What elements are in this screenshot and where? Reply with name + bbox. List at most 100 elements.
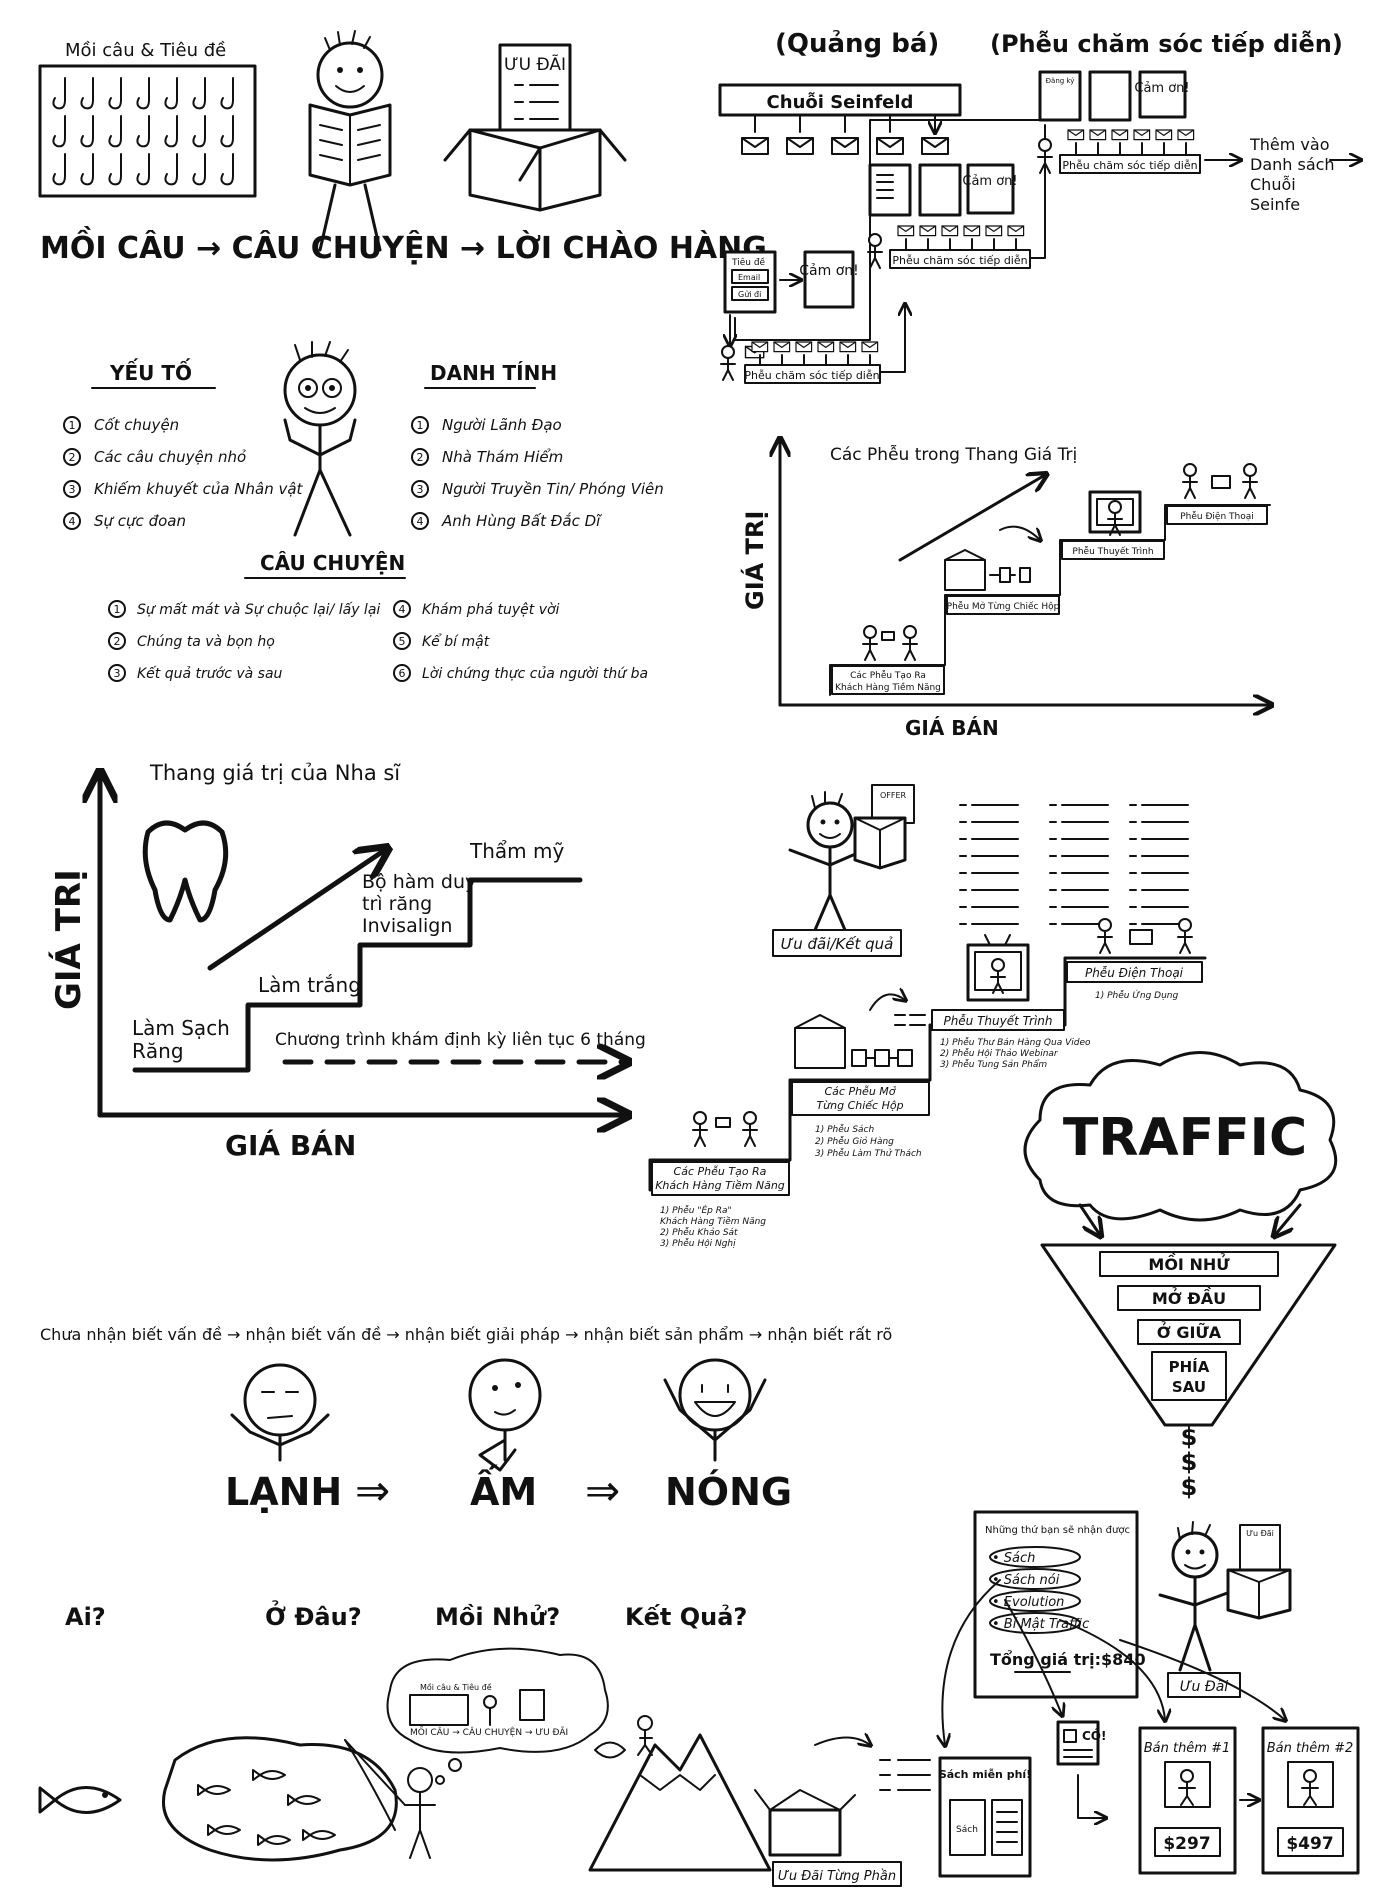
add-list-line-1: Thêm vào (1249, 135, 1330, 154)
question-who: Ai? (65, 1603, 106, 1631)
detail-step-1 (651, 1161, 790, 1196)
identity-number: 4 (417, 515, 424, 528)
email-icon (897, 225, 915, 237)
question-result: Kết Quả? (625, 1603, 747, 1631)
identity-number-badge (411, 512, 429, 530)
hooks-grid-frame (38, 64, 257, 198)
email-icon (795, 341, 813, 353)
thanks-label-2: Cảm ơn! (962, 174, 1017, 189)
signup-page (1038, 70, 1082, 122)
identity-item: Anh Hùng Bất Đắc Dĩ (441, 512, 602, 530)
dentist-title: Thang giá trị của Nha sĩ (149, 761, 401, 785)
dentist-ladder: GIÁ TRỊ GIÁ BÁN Thang giá trị của Nha sĩ… (48, 761, 646, 1162)
nurture-label-1: Phễu chăm sóc tiếp diễn (744, 369, 879, 382)
email-icon (963, 225, 981, 237)
detail-step-icons (692, 918, 1193, 1147)
small-step-2-label: Phễu Mở Từng Chiếc Hộp (947, 601, 1060, 612)
email-icon (839, 341, 857, 353)
dentist-step-2: Làm trắng (258, 973, 361, 997)
dentist-ylabel: GIÁ TRỊ (48, 869, 89, 1010)
email-icon (751, 341, 769, 353)
thanks-label-1: Cảm ơn! (799, 263, 859, 279)
offer-holder-label: Ưu Đãi (1180, 1679, 1228, 1695)
free-book-label: Sách miễn phí! (939, 1768, 1031, 1781)
funnels-detail: OFFER Ưu đãi/Kết quả Các Phễu Tạo Ra Khá… (648, 784, 1207, 1249)
funnel-sub-item: 3) Phễu Hội Nghị (660, 1238, 736, 1249)
pond-fish-icon (302, 1829, 336, 1841)
money-3: $ (1181, 1473, 1198, 1501)
upsell-1-label: Bán thêm #1 (1144, 1741, 1231, 1756)
upsell-1-price: $297 (1163, 1834, 1210, 1854)
dentist-step-4: Thẩm mỹ (469, 839, 564, 863)
identity-item: Người Truyền Tin/ Phóng Viên (442, 480, 664, 498)
nurture-row-1: Phễu chăm sóc tiếp diễn (720, 305, 905, 384)
funnel-sub-item: 2) Phễu Khảo Sát (660, 1227, 738, 1238)
email-icon (941, 225, 959, 237)
story-number: 5 (399, 635, 406, 648)
email-icon (1089, 129, 1107, 141)
traffic-funnel: TRAFFIC MỒI NHỬ MỞ ĐẦU Ở GIỮA PHÍA SAU $… (1023, 1051, 1338, 1501)
funnel-sub-item: 3) Phễu Tung Sản Phẩm (940, 1059, 1047, 1070)
funnel-sub-item: 1) Phễu "Ép Ra" (660, 1204, 732, 1216)
fish-hook-icon (52, 115, 66, 148)
add-list-line-2: Danh sách (1250, 155, 1335, 174)
hot-face (663, 1358, 767, 1462)
seinfeld-chain-box (718, 83, 962, 117)
pond-fish-icon (287, 1794, 321, 1806)
partial-offer-label: Ưu Đãi Từng Phần (778, 1869, 896, 1884)
offer-result-label: Ưu đãi/Kết quả (781, 935, 894, 953)
fish-hook-icon (136, 115, 150, 148)
offer-box-icon: ƯU ĐÃI (443, 43, 627, 212)
fish-hook-icon (52, 77, 66, 110)
story-item: Sự mất mát và Sự chuộc lại/ lấy lại (137, 602, 380, 618)
bubble-bottom: MỒI CÂU → CÂU CHUYỆN → ƯU ĐÃI (410, 1725, 568, 1738)
detail-step-2-a: Các Phễu Mở (824, 1085, 896, 1098)
nurture-label-3: Phễu chăm sóc tiếp diễn (1062, 159, 1197, 172)
fish-hook-icon (220, 115, 234, 148)
thinker-figure (283, 341, 357, 537)
offer-result-figure: OFFER Ưu đãi/Kết quả (772, 784, 915, 957)
offer-paper-label: ƯU ĐÃI (504, 53, 566, 75)
hook-story-offer-section: Mồi câu & Tiêu đề ƯU ĐÃI MỒI CÂU → CÂU C… (38, 30, 767, 266)
story-number: 2 (114, 635, 121, 648)
elements-item: Các câu chuyện nhỏ (94, 448, 246, 466)
bubble-top: Mồi câu & Tiêu đề (420, 1682, 492, 1692)
stack-item-oval (989, 1568, 1081, 1590)
dentist-xlabel: GIÁ BÁN (225, 1128, 356, 1162)
elements-title: YẾU TỐ (109, 359, 192, 385)
optin-send-label: Gửi đi (738, 289, 761, 299)
identity-number-badge (411, 448, 429, 466)
free-book-page: Sách miễn phí! Sách (938, 1756, 1032, 1878)
cold-face (230, 1363, 330, 1462)
offer-stack-item: • Evolution (992, 1595, 1064, 1610)
seinfeld-chain-label: Chuỗi Seinfeld (767, 91, 914, 113)
add-list-line-3: Chuỗi (1250, 175, 1296, 194)
funnel-layer-4 (1151, 1351, 1227, 1401)
followup-title: (Phễu chăm sóc tiếp diễn) (990, 29, 1343, 58)
cold-label: LẠNH (225, 1470, 342, 1514)
fish-hook-icon (164, 115, 178, 148)
pond-fish-icon (257, 1834, 291, 1846)
funnel-list-lines (959, 804, 1189, 925)
fish-hook-icon (192, 77, 206, 110)
elements-number-badge (63, 480, 81, 498)
offer-stack-page (973, 1510, 1139, 1699)
email-icon (1007, 225, 1025, 237)
offer-stack-connectors (942, 1579, 1285, 1745)
funnel-layer-4-label-a: PHÍA (1169, 1357, 1210, 1376)
small-step-2 (946, 595, 1060, 615)
fish-hook-icon (164, 77, 178, 110)
funnel-layer-3 (1137, 1319, 1241, 1345)
email-icon (985, 225, 1003, 237)
yes-label: CÓ! (1082, 1728, 1106, 1743)
pond-fish-icon (207, 1824, 241, 1836)
dentist-step-1b: Răng (132, 1039, 184, 1063)
dentist-step-3b: trì răng (362, 893, 432, 915)
elements-number: 1 (69, 419, 76, 432)
dentist-continuity: Chương trình khám định kỳ liên tục 6 thá… (275, 1030, 646, 1050)
story-number: 1 (114, 603, 121, 616)
fish-hook-icon (220, 153, 234, 186)
